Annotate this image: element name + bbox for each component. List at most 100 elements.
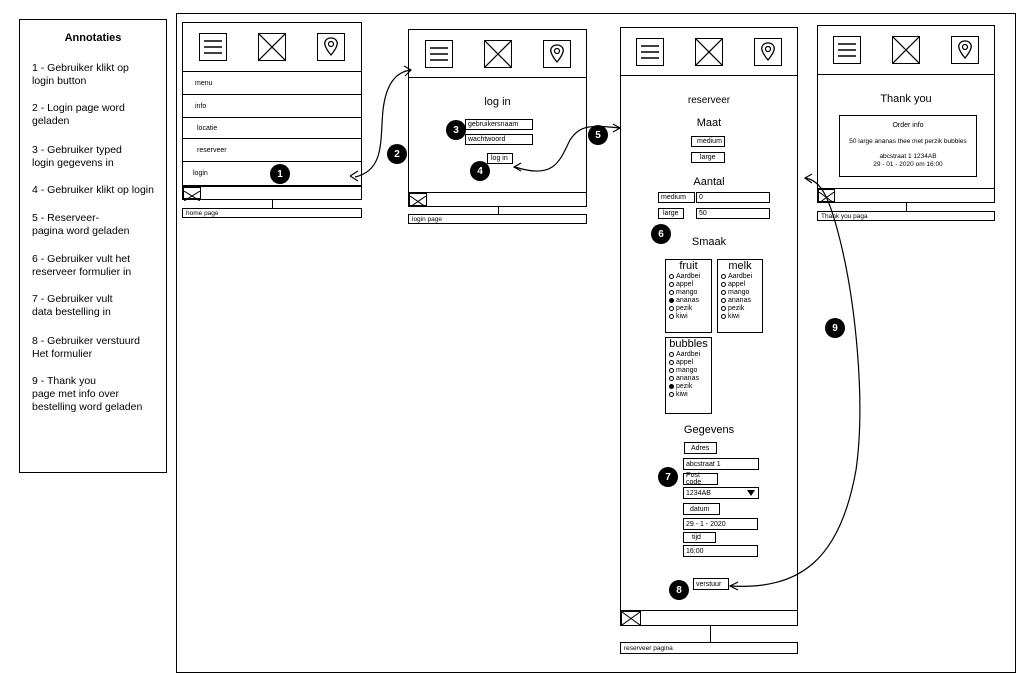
annotation-panel: Annotaties 1 - Gebruiker klikt op login …: [19, 19, 167, 473]
username-field[interactable]: gebruikersnaam: [465, 119, 533, 130]
adres-input[interactable]: abcstraat 1: [683, 458, 759, 470]
fruit-option-label: mango: [676, 289, 698, 296]
size-option-large[interactable]: large: [691, 152, 725, 163]
fruit-option-label: Aardbei: [676, 273, 701, 280]
menu-item-locatie[interactable]: locatie: [183, 118, 361, 139]
annotation-item: 7 - Gebruiker vult data bestelling in: [32, 293, 113, 318]
radio-icon[interactable]: [669, 391, 674, 397]
melk-option[interactable]: mango: [721, 289, 762, 297]
melk-option[interactable]: ananas: [721, 297, 762, 305]
location-pin-icon[interactable]: [317, 33, 346, 61]
location-pin-icon[interactable]: [950, 36, 979, 64]
login-footer-line: [408, 192, 587, 193]
tijd-input[interactable]: 16:00: [683, 545, 758, 557]
radio-icon[interactable]: [669, 383, 674, 389]
connector: [906, 203, 907, 211]
bubbles-option[interactable]: ananas: [669, 375, 711, 383]
melk-option[interactable]: appel: [721, 281, 762, 289]
fruit-option[interactable]: Aardbei: [669, 273, 711, 281]
melk-option[interactable]: Aardbei: [721, 273, 762, 281]
aantal-label-medium: medium: [658, 192, 695, 203]
connector: [498, 207, 499, 214]
aantal-label-large: large: [658, 208, 684, 219]
location-pin-icon[interactable]: [542, 39, 571, 68]
aantal-input-medium[interactable]: 0: [696, 192, 770, 203]
reserveer-page-label: reserveer pagina: [620, 642, 798, 654]
chevron-down-icon[interactable]: [747, 490, 755, 496]
thankyou-header: [818, 26, 994, 75]
hamburger-icon[interactable]: [636, 37, 665, 66]
aantal-input-large[interactable]: 50: [696, 208, 770, 219]
fruit-option[interactable]: pezik: [669, 305, 711, 313]
step-badge: 7: [658, 467, 678, 487]
annotation-item: 8 - Gebruiker verstuurd Het formulier: [32, 335, 140, 360]
image-placeholder-icon: [483, 39, 512, 68]
password-field[interactable]: wachtwoord: [465, 134, 533, 145]
home-header: [183, 23, 361, 72]
image-placeholder-icon: [891, 36, 920, 64]
menu-item-reserveer[interactable]: reserveer: [183, 139, 361, 162]
bubbles-option[interactable]: mango: [669, 367, 711, 375]
order-address: abcstraat 1 1234AB: [879, 153, 937, 160]
maat-title: Maat: [696, 117, 722, 129]
fruit-option[interactable]: ananas: [669, 297, 711, 305]
radio-icon[interactable]: [669, 289, 674, 295]
radio-icon[interactable]: [669, 281, 674, 287]
reserveer-page-wireframe: reserveer Maat medium large Aantal mediu…: [620, 27, 798, 626]
menu-item-info[interactable]: info: [183, 95, 361, 118]
fruit-option[interactable]: mango: [669, 289, 711, 297]
size-option-medium[interactable]: medium: [691, 136, 725, 147]
radio-icon[interactable]: [669, 305, 674, 311]
bubbles-option-label: kiwi: [676, 391, 688, 398]
radio-icon[interactable]: [721, 297, 726, 303]
location-pin-icon[interactable]: [753, 37, 782, 66]
footer-image-placeholder-icon: [621, 611, 641, 626]
bubbles-option[interactable]: Aardbei: [669, 351, 711, 359]
fruit-title: fruit: [679, 260, 698, 272]
radio-icon[interactable]: [669, 313, 674, 319]
radio-icon[interactable]: [721, 313, 726, 319]
melk-option[interactable]: kiwi: [721, 313, 762, 321]
melk-option[interactable]: pezik: [721, 305, 762, 313]
radio-icon[interactable]: [669, 359, 674, 365]
step-badge: 6: [651, 224, 671, 244]
verstuur-button[interactable]: verstuur: [693, 578, 729, 590]
bubbles-option-label: Aardbei: [676, 351, 701, 358]
fruit-option-label: kiwi: [676, 313, 688, 320]
hamburger-icon[interactable]: [198, 33, 227, 61]
hamburger-icon[interactable]: [833, 36, 862, 64]
fruit-option[interactable]: kiwi: [669, 313, 711, 321]
hamburger-icon[interactable]: [424, 39, 453, 68]
radio-icon[interactable]: [669, 375, 674, 381]
radio-icon[interactable]: [721, 281, 726, 287]
menu-item-login[interactable]: login: [183, 162, 361, 186]
radio-icon[interactable]: [669, 351, 674, 357]
fruit-option[interactable]: appel: [669, 281, 711, 289]
radio-icon[interactable]: [721, 305, 726, 311]
radio-icon[interactable]: [721, 289, 726, 295]
radio-icon[interactable]: [669, 273, 674, 279]
radio-icon[interactable]: [669, 367, 674, 373]
bubbles-option[interactable]: appel: [669, 359, 711, 367]
postcode-select[interactable]: 1234AB: [683, 487, 759, 499]
connector: [710, 626, 711, 642]
bubbles-option-label: pezik: [676, 383, 693, 390]
order-line: 50 large ananas thee met perzik bubbles: [849, 138, 967, 145]
bubbles-option[interactable]: pezik: [669, 383, 711, 391]
adres-label: Adres: [684, 442, 717, 454]
menu-item-menu[interactable]: menu: [183, 72, 361, 95]
smaak-title: Smaak: [691, 236, 727, 248]
image-placeholder-icon: [694, 37, 723, 66]
datum-input[interactable]: 29 - 1 - 2020: [683, 518, 758, 530]
radio-icon[interactable]: [721, 273, 726, 279]
fruit-option-label: ananas: [676, 297, 699, 304]
step-badge: 3: [446, 120, 466, 140]
step-badge: 8: [669, 580, 689, 600]
radio-icon[interactable]: [669, 297, 674, 303]
login-button[interactable]: log in: [487, 153, 513, 164]
bubbles-option[interactable]: kiwi: [669, 391, 711, 399]
